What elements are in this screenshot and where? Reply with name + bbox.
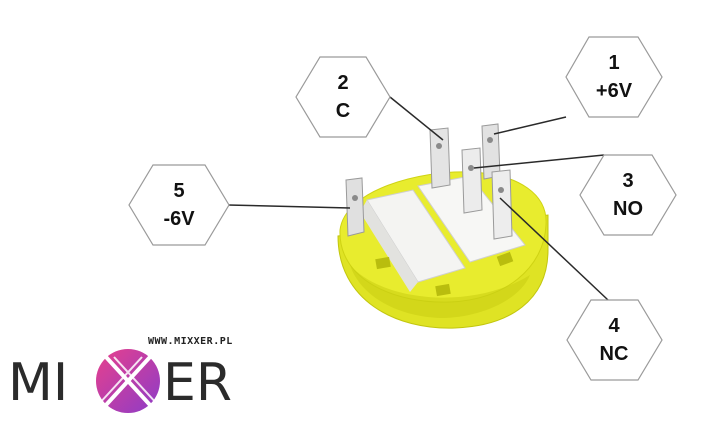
leader-line-pin-3 [473,154,605,169]
label-pin-2: 2 C [295,56,391,138]
pin-3-function: NO [613,198,643,220]
pin-5-function: -6V [163,208,195,230]
leader-lines [227,96,609,301]
terminal-pin-4 [491,169,513,240]
pin-5-number: 5 [173,180,184,202]
hexagon-pin-2 [295,56,391,138]
leader-line-pin-2 [389,96,444,141]
body-slot-3 [496,251,514,267]
brand-logo: WWW.MIXXER.PL MI ER [8,336,233,413]
pin-1-function: +6V [596,80,633,102]
leader-line-pin-1 [493,116,567,135]
label-pin-3: 3 NO [579,154,677,236]
hexagon-pin-3 [579,154,677,236]
body-slot-1 [375,256,391,270]
brand-url: WWW.MIXXER.PL [148,336,233,347]
switch-cap-right [417,175,526,263]
terminal-pin-1 [481,123,501,180]
body-slot-2 [435,283,451,297]
hexagon-pin-5 [128,164,230,246]
label-pin-5: 5 -6V [128,164,230,246]
switch-cap-left-side [360,200,418,292]
brand-xx-mark [96,349,160,413]
terminal-pin-2 [429,127,451,189]
leader-line-pin-5 [227,204,351,209]
terminal-pin-5 [345,177,365,237]
label-pin-1: 1 +6V [565,36,663,118]
pin-2-function: C [336,100,350,122]
brand-word-right: ER [163,353,232,413]
hexagon-pin-1 [565,36,663,118]
brand-word-left: MI [8,353,68,413]
pin-1-number: 1 [608,52,619,74]
switch-body-shade [350,265,530,318]
terminal-pin-3 [461,147,483,214]
pin-3-number: 3 [622,170,633,192]
label-pin-4: 4 NC [566,299,663,381]
switch-illustration [337,123,549,329]
leader-line-pin-4 [499,197,609,301]
pin-4-function: NC [600,343,629,365]
pin-2-number: 2 [337,72,348,94]
hexagon-pin-4 [566,299,663,381]
pin-4-number: 4 [608,315,620,337]
